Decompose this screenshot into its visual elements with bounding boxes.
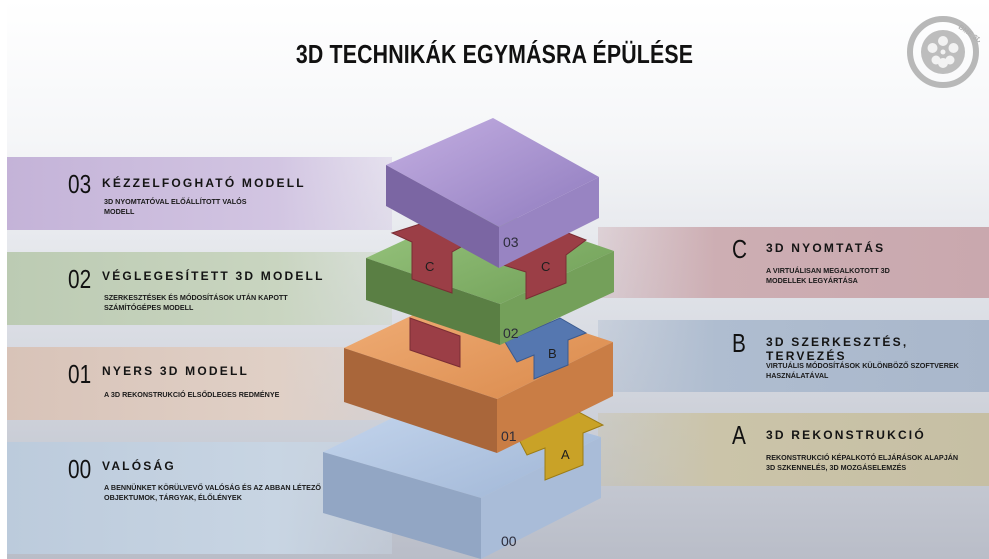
layer-02-left: [366, 258, 500, 345]
band-b-letter: B: [732, 328, 746, 358]
band-a-title: 3D REKONSTRUKCIÓ: [766, 428, 926, 442]
band-c-title: 3D NYOMTATÁS: [766, 241, 886, 255]
layer-00-label: 00: [501, 533, 517, 549]
band-c: C 3D NYOMTATÁS A VIRTUÁLISAN MEGALKOTOTT…: [598, 227, 989, 298]
layer-02-label: 02: [503, 325, 519, 341]
band-02-desc-2: SZÁMÍTÓGÉPES MODELL: [104, 303, 194, 312]
band-02-title: VÉGLEGESÍTETT 3D MODELL: [102, 269, 325, 283]
band-00-title: VALÓSÁG: [102, 459, 176, 473]
band-01-number: 01: [68, 359, 92, 389]
band-03-desc-2: MODELL: [104, 207, 135, 216]
band-03-desc-1: 3D NYOMTATÓVAL ELŐÁLLÍTOTT VALÓS: [104, 197, 247, 206]
left-border: [0, 0, 7, 559]
band-a: A 3D REKONSTRUKCIÓ REKONSTRUKCIÓ KÉPALKO…: [598, 413, 989, 486]
band-03-title: KÉZZELFOGHATÓ MODELL: [102, 176, 306, 190]
band-a-desc-1: REKONSTRUKCIÓ KÉPALKOTÓ ELJÁRÁSOK ALAPJÁ…: [766, 453, 959, 462]
layer-02-right: [500, 251, 614, 345]
band-b-desc-1: VIRTUÁLIS MÓDOSÍTÁSOK KÜLÖNBÖZŐ SZOFTVER…: [766, 361, 959, 370]
arrow-c-lower-shape: [409, 317, 461, 368]
layer-03-right: [499, 177, 599, 268]
arrow-b-label: B: [548, 346, 557, 361]
band-c-desc-2: MODELLEK LEGYÁRTÁSA: [766, 276, 858, 285]
layer-01-right: [497, 342, 613, 453]
band-01: 01 NYERS 3D MODELL A 3D REKONSTRUKCIÓ EL…: [7, 347, 392, 420]
band-01-title: NYERS 3D MODELL: [102, 364, 250, 378]
band-03: 03 KÉZZELFOGHATÓ MODELL 3D NYOMTATÓVAL E…: [7, 157, 392, 230]
band-02: 02 VÉGLEGESÍTETT 3D MODELL SZERKESZTÉSEK…: [7, 252, 392, 325]
page-title: 3D TECHNIKÁK EGYMÁSRA ÉPÜLÉSE: [295, 39, 694, 69]
band-03-number: 03: [68, 169, 92, 199]
band-b: B 3D SZERKESZTÉS, TERVEZÉS VIRTUÁLIS MÓD…: [598, 320, 989, 392]
arrow-c-left-label: C: [425, 259, 434, 274]
band-a-letter: A: [732, 420, 746, 450]
layer-00-left: [323, 452, 481, 559]
layer-03-left: [386, 165, 499, 268]
layer-03-label: 03: [503, 234, 519, 250]
layer-01-label: 01: [501, 428, 517, 444]
arrow-c-right-label: C: [541, 259, 550, 274]
band-b-title: 3D SZERKESZTÉS, TERVEZÉS: [766, 335, 909, 363]
arrow-a-label: A: [561, 447, 570, 462]
band-c-desc-1: A VIRTUÁLISAN MEGALKOTOTT 3D: [766, 266, 890, 275]
film-reel-logo-icon: BME 3D: [907, 16, 980, 88]
band-00-desc-2: OBJEKTUMOK, TÁRGYAK, ÉLŐLÉNYEK: [104, 493, 242, 502]
layer-03: 03: [386, 118, 599, 268]
band-01-desc-1: A 3D REKONSTRUKCIÓ ELSŐDLEGES REDMÉNYE: [104, 390, 280, 399]
band-b-desc-2: HASZNÁLATÁVAL: [766, 371, 829, 380]
band-02-desc-1: SZERKESZTÉSEK ÉS MÓDOSÍTÁSOK UTÁN KAPOTT: [104, 293, 288, 302]
band-02-number: 02: [68, 264, 92, 294]
layer-03-top: [386, 118, 599, 227]
band-a-desc-2: 3D SZKENNELÉS, 3D MOZGÁSELEMZÉS: [766, 463, 907, 472]
band-00-number: 00: [68, 454, 92, 484]
band-c-letter: C: [732, 234, 748, 264]
layer-01-left: [344, 348, 497, 453]
band-00-desc-1: A BENNÜNKET KÖRÜLVEVŐ VALÓSÁG ÉS AZ ABBA…: [104, 483, 321, 492]
